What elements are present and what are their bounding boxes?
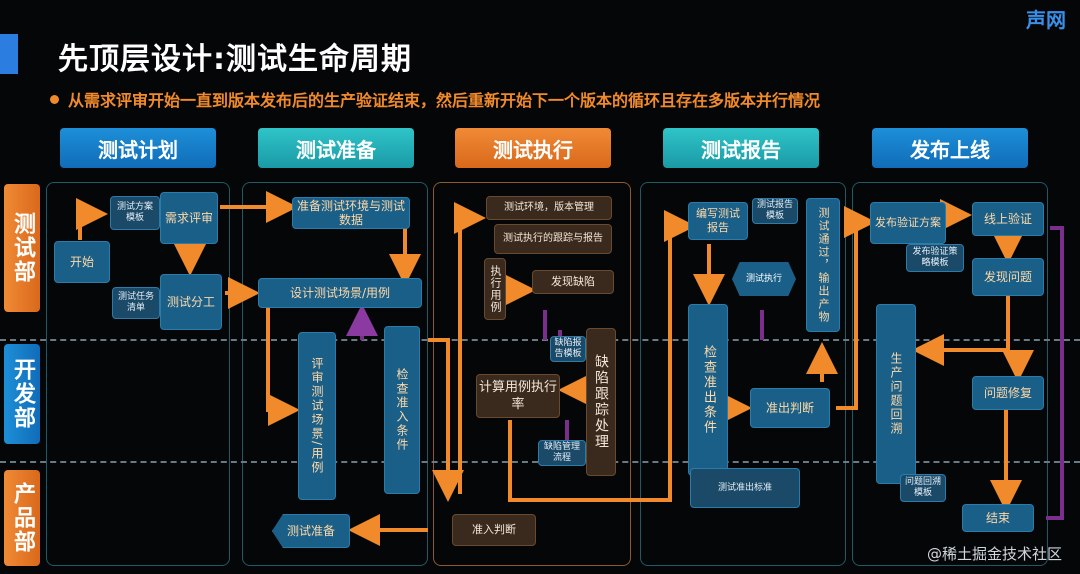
page-title: 先顶层设计:测试生命周期 — [58, 42, 412, 77]
node-exit-standard: 测试准出标准 — [690, 468, 800, 508]
node-design-cases: 设计测试场景/用例 — [258, 278, 422, 308]
node-check-exit: 检查准出条件 — [688, 304, 728, 476]
node-prod-review: 生产问题回溯 — [876, 304, 916, 484]
bullet-text: 从需求评审开始一直到版本发布后的生产验证结束，然后重新开始下一个版本的循环且存在… — [68, 91, 821, 110]
column-plan — [46, 182, 230, 566]
title-accent-bar — [0, 34, 18, 74]
node-verify-template: 发布验证策略模板 — [906, 244, 964, 272]
node-start: 开始 — [54, 241, 110, 283]
phase-exec: 测试执行 — [455, 128, 611, 168]
dept-prod: 产品部 — [4, 470, 40, 566]
node-review-cases: 评审测试场景/用例 — [298, 332, 336, 500]
node-report-template: 测试报告模板 — [752, 198, 798, 224]
node-exit-judge: 准出判断 — [750, 388, 830, 428]
node-end: 结束 — [962, 504, 1034, 532]
brand-logo: 声网 — [1026, 8, 1066, 32]
node-review-template: 问题回溯模板 — [900, 474, 946, 502]
column-release — [852, 182, 1048, 566]
node-env-data: 准备测试环境与测试数据 — [292, 197, 410, 229]
node-release-verify-plan: 发布验证方案 — [870, 202, 946, 244]
node-online-verify: 线上验证 — [972, 202, 1044, 236]
column-report — [640, 182, 846, 566]
node-task-list: 测试任务清单 — [112, 287, 160, 319]
column-prep — [242, 182, 428, 566]
node-env-version: 测试环境，版本管理 — [486, 196, 612, 220]
node-entry-judge: 准入判断 — [452, 514, 536, 546]
swimlane-divider — [0, 339, 1080, 341]
node-requirement-review: 需求评审 — [160, 192, 218, 244]
phase-release: 发布上线 — [872, 128, 1028, 168]
dept-dev: 开发部 — [4, 344, 40, 444]
phase-plan: 测试计划 — [60, 128, 216, 168]
node-pass-output: 测试通过，输出产物 — [806, 198, 840, 332]
node-defect-report: 缺陷报告模板 — [550, 336, 586, 362]
phase-report: 测试报告 — [663, 128, 819, 168]
node-find-issue: 发现问题 — [972, 258, 1044, 296]
node-find-defects: 发现缺陷 — [532, 270, 614, 294]
node-defect-process: 缺陷管理流程 — [538, 440, 586, 466]
node-calc-rate: 计算用例执行率 — [476, 374, 560, 418]
node-write-report: 编写测试报告 — [688, 202, 748, 240]
node-test-division: 测试分工 — [160, 274, 222, 330]
node-fix-issue: 问题修复 — [972, 376, 1044, 410]
dept-test: 测试部 — [4, 184, 40, 312]
node-track-report: 测试执行的跟踪与报告 — [494, 224, 612, 254]
column-exec — [433, 182, 631, 566]
node-check-entry: 检查准入条件 — [384, 326, 420, 494]
node-test-exec: 测试执行 — [732, 262, 796, 296]
watermark: @稀土掘金技术社区 — [926, 545, 1062, 563]
node-test-prep: 测试准备 — [272, 514, 350, 548]
phase-prep: 测试准备 — [258, 128, 414, 168]
node-defect-track: 缺陷跟踪处理 — [586, 328, 616, 476]
bullet-dot-icon — [50, 95, 59, 104]
node-plan-template: 测试方案模板 — [110, 196, 160, 230]
node-exec-cases: 执行用例 — [484, 258, 506, 320]
